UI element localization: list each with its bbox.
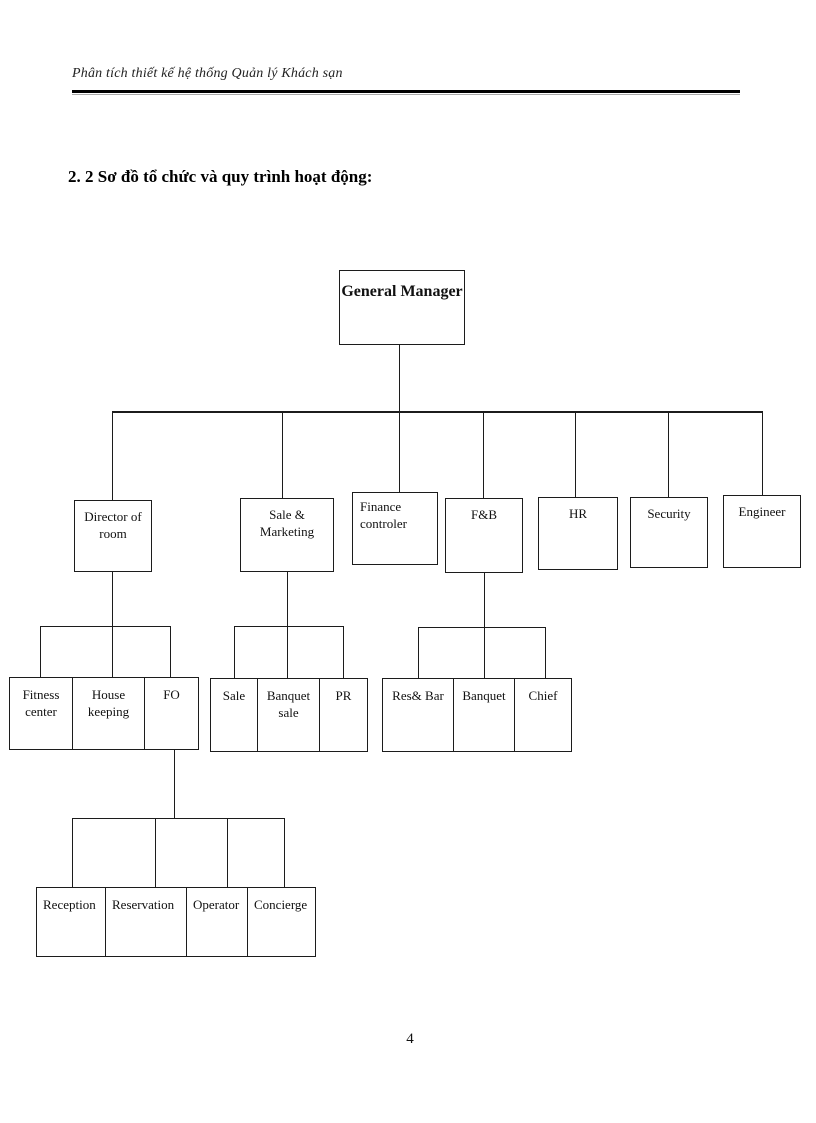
connector-line xyxy=(484,627,485,678)
org-node-banquet: Banquet xyxy=(454,679,515,751)
connector-line xyxy=(72,818,284,819)
org-node-chief: Chief xyxy=(528,688,558,703)
org-row-sale-children: Sale Banquet sale PR xyxy=(210,678,368,752)
connector-line xyxy=(762,411,763,495)
connector-line xyxy=(282,411,283,498)
connector-line xyxy=(575,411,576,497)
connector-line xyxy=(668,411,669,497)
connector-line xyxy=(418,627,546,628)
org-node-hr: HR xyxy=(538,497,618,570)
connector-line xyxy=(287,572,288,626)
org-node-operator: Operator xyxy=(187,888,248,956)
header-title: Phân tích thiết kế hệ thống Quản lý Khác… xyxy=(72,66,343,81)
page-number: 4 xyxy=(406,1031,414,1047)
org-row-director-children: Fitness center House keeping FO xyxy=(9,677,199,750)
org-node-sale: Sale xyxy=(211,679,258,751)
org-node-fo: FO xyxy=(163,687,180,702)
org-node-engineer: Engineer xyxy=(723,495,801,568)
connector-line xyxy=(112,411,113,500)
connector-line xyxy=(399,345,400,412)
org-node-concierge: Concierge xyxy=(254,897,308,912)
connector-line xyxy=(40,626,41,677)
connector-line xyxy=(155,818,156,887)
connector-line xyxy=(112,626,113,677)
org-node-fitness-center: Fitness center xyxy=(10,678,73,749)
connector-line xyxy=(112,411,763,413)
connector-line xyxy=(174,750,175,818)
connector-line xyxy=(418,627,419,678)
org-node-finance-controler: Finance controler xyxy=(352,492,438,565)
connector-line xyxy=(72,818,73,887)
section-heading: 2. 2 Sơ đồ tổ chức và quy trình hoạt độn… xyxy=(68,167,373,186)
org-row-fb-children: Res& Bar Banquet Chief xyxy=(382,678,572,752)
connector-line xyxy=(112,572,113,626)
connector-line xyxy=(484,573,485,627)
connector-line xyxy=(234,626,235,678)
connector-line xyxy=(227,818,228,887)
org-node-reservation: Reservation xyxy=(106,888,187,956)
connector-line xyxy=(170,626,171,677)
org-node-director-of-room: Director of room xyxy=(74,500,152,572)
connector-line xyxy=(545,627,546,678)
connector-line xyxy=(399,411,400,492)
org-node-res-bar: Res& Bar xyxy=(383,679,454,751)
org-node-security: Security xyxy=(630,497,708,568)
org-node-pr: PR xyxy=(335,688,352,703)
org-node-fb: F&B xyxy=(445,498,523,573)
header-rule xyxy=(72,90,740,95)
connector-line xyxy=(234,626,344,627)
connector-line xyxy=(40,626,171,627)
connector-line xyxy=(287,626,288,678)
connector-line xyxy=(343,626,344,678)
org-row-fo-children: Reception Reservation Operator Concierge xyxy=(36,887,316,957)
org-node-general-manager: General Manager xyxy=(339,270,465,345)
org-node-banquet-sale: Banquet sale xyxy=(258,679,320,751)
org-node-house-keeping: House keeping xyxy=(73,678,145,749)
org-node-reception: Reception xyxy=(37,888,106,956)
org-node-sale-marketing: Sale & Marketing xyxy=(240,498,334,572)
connector-line xyxy=(284,818,285,887)
connector-line xyxy=(483,411,484,498)
